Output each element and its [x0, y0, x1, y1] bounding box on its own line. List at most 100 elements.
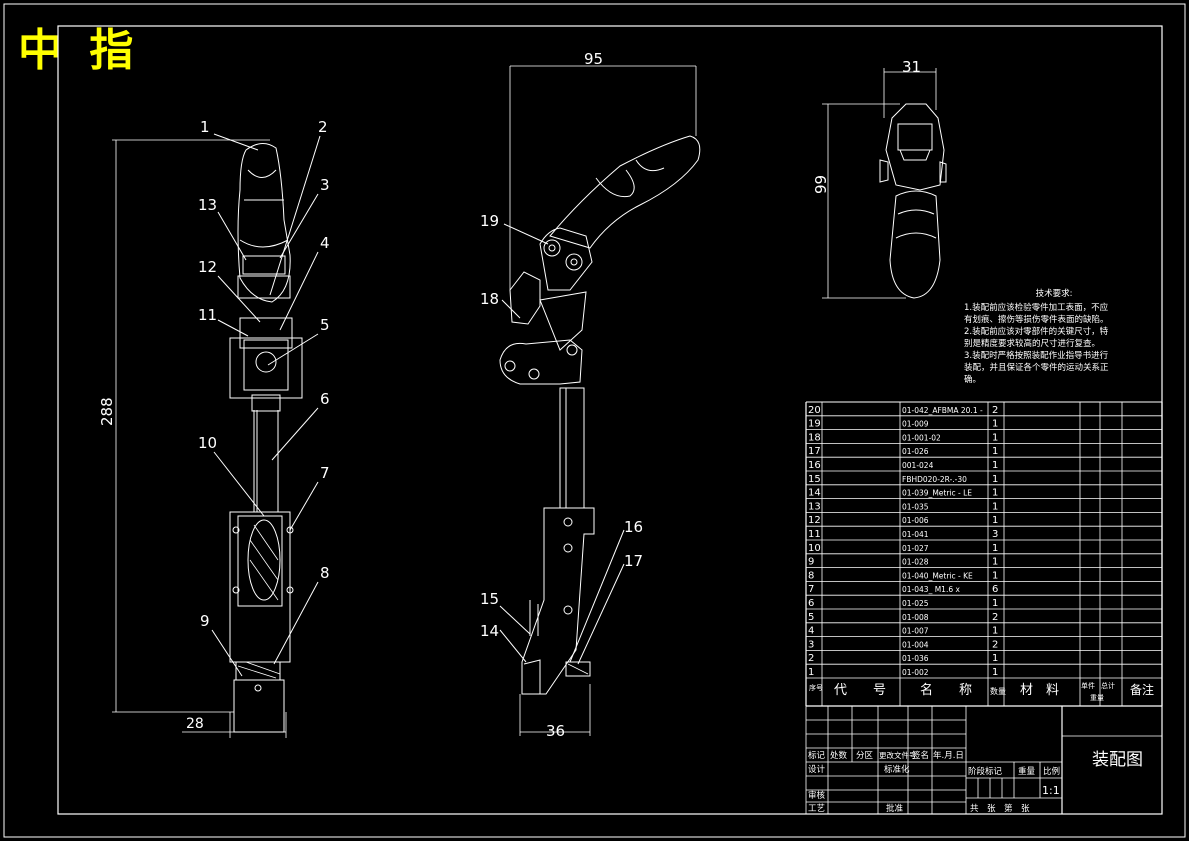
bom-row-name: 01-001-02	[902, 433, 941, 442]
dim-95: 95	[584, 50, 603, 68]
bom-header-single: 单件	[1081, 681, 1095, 690]
bom-row-no: 18	[808, 432, 821, 443]
notes-line-4: 别是精度要求较高的尺寸进行复查。	[964, 339, 1101, 349]
bom-header-weight: 重量	[1090, 694, 1104, 702]
notes-line-3: 2.装配前应该对零部件的关键尺寸，特	[964, 327, 1109, 337]
front-dims	[112, 139, 287, 738]
bom-row-no: 7	[808, 584, 814, 595]
balloon-18: 18	[480, 290, 499, 308]
notes-line-2: 有划痕、擦伤等损伤零件表面的缺陷。	[964, 315, 1109, 325]
bom-row-no: 19	[808, 419, 821, 430]
bom-row-qty: 1	[992, 501, 998, 512]
tb-stage-mark: 阶段标记	[968, 766, 1003, 777]
bom-row-name: 01-006	[902, 516, 929, 525]
balloon-numbers: 1 2 3 4 5 6 7 8 9 10 11 12 13 14 15 16 1…	[198, 118, 643, 640]
bom-row-no: 9	[808, 557, 814, 568]
balloon-12: 12	[198, 258, 217, 276]
bom-row-name: 01-036	[902, 654, 929, 663]
bom-row-qty: 2	[992, 612, 998, 623]
bom-row-name: 001-024	[902, 461, 934, 470]
balloon-11: 11	[198, 306, 217, 324]
notes-line-1: 1.装配前应该检验零件加工表面，不应	[964, 303, 1109, 313]
bom-row-qty: 1	[992, 543, 998, 554]
tb-change-doc: 更改文件号	[879, 750, 917, 760]
balloon-3: 3	[320, 176, 330, 194]
notes-line-6: 装配，并且保证各个零件的运动关系正	[964, 363, 1109, 373]
top-view	[879, 103, 947, 299]
bom-row-name: 01-035	[902, 502, 929, 511]
balloon-14: 14	[480, 622, 499, 640]
dim-31: 31	[902, 58, 921, 76]
tb-mark: 标记	[808, 750, 826, 761]
balloon-19: 19	[480, 212, 499, 230]
bom-row-qty: 1	[992, 598, 998, 609]
bom-row-no: 17	[808, 446, 821, 457]
bom-row-no: 10	[808, 543, 821, 554]
tb-weight: 重量	[1018, 766, 1036, 777]
bom-row-name: 01-026	[902, 447, 929, 456]
bom-row-qty: 2	[992, 639, 998, 650]
bom-row-no: 2	[808, 653, 814, 664]
tb-count: 处数	[830, 750, 848, 761]
bom-row-qty: 1	[992, 667, 998, 678]
bom-header-seq: 序号	[809, 683, 823, 692]
bom-row-qty: 1	[992, 557, 998, 568]
bom-row-no: 20	[808, 405, 821, 416]
bom-row-name: 01-041	[902, 530, 929, 539]
bom-row-no: 12	[808, 515, 821, 526]
balloon-4: 4	[320, 234, 330, 252]
tb-date: 年.月.日	[933, 750, 964, 761]
tb-process: 工艺	[808, 804, 825, 814]
bom-row-name: 01-039_Metric - LE	[902, 489, 972, 498]
balloon-9: 9	[200, 612, 210, 630]
balloon-7: 7	[320, 464, 330, 482]
bom-header-material: 材 料	[1020, 683, 1059, 698]
tb-standardize: 标准化	[884, 764, 910, 775]
bom-row-no: 8	[808, 570, 814, 581]
balloon-1: 1	[200, 118, 210, 136]
bom-row-qty: 1	[992, 474, 998, 485]
bom-row-qty: 1	[992, 515, 998, 526]
bom-row-name: 01-025	[902, 599, 929, 608]
bom-header-name: 名 称	[920, 682, 972, 698]
bom-row-name: 01-002	[902, 668, 929, 677]
tb-signature: 签名	[912, 750, 929, 761]
tb-total-sheets: 共 张 第 张	[970, 803, 1030, 814]
balloon-8: 8	[320, 564, 330, 582]
drawing-title: 中 指	[18, 25, 140, 76]
tb-design: 设计	[808, 764, 826, 775]
bom-row-qty: 1	[992, 570, 998, 581]
bom-row-name: 01-040_Metric - KE	[902, 571, 973, 580]
side-view	[499, 135, 701, 695]
dim-288: 288	[98, 397, 116, 426]
tb-zone: 分区	[856, 751, 874, 761]
bom-row-qty: 6	[992, 584, 998, 595]
bom-row-name: 01-009	[902, 420, 929, 429]
bom-row-qty: 1	[992, 488, 998, 499]
dim-99: 99	[812, 175, 830, 194]
bom-row-no: 13	[808, 501, 821, 512]
balloon-16: 16	[624, 518, 643, 536]
top-dims	[822, 68, 937, 299]
bom-row-no: 5	[808, 612, 814, 623]
bom-row-qty: 1	[992, 653, 998, 664]
dim-28: 28	[186, 716, 204, 732]
bom-row-no: 3	[808, 639, 814, 650]
bom-header-remark: 备注	[1130, 682, 1154, 697]
side-dims	[509, 65, 697, 736]
bom-header-total: 总计	[1101, 681, 1115, 690]
technical-notes: 技术要求: 1.装配前应该检验零件加工表面，不应 有划痕、擦伤等损伤零件表面的缺…	[964, 288, 1144, 386]
balloon-15: 15	[480, 590, 499, 608]
bom-row-qty: 1	[992, 419, 998, 430]
tb-scale: 1:1	[1042, 784, 1060, 797]
bom-row-qty: 3	[992, 529, 998, 540]
title-block-text: 标记 处数 分区 更改文件号 签名 年.月.日 设计 标准化 阶段标记 重量 比…	[808, 750, 1143, 814]
bom-row-name: 01-007	[902, 627, 929, 636]
bom-row-name: 01-042_AFBMA 20.1 -	[902, 406, 983, 415]
bom-row-no: 15	[808, 474, 821, 485]
notes-line-5: 3.装配时严格按照装配作业指导书进行	[964, 351, 1109, 361]
balloon-10: 10	[198, 434, 217, 452]
bom-row-name: FBHD020-2R-.-30	[902, 475, 967, 484]
